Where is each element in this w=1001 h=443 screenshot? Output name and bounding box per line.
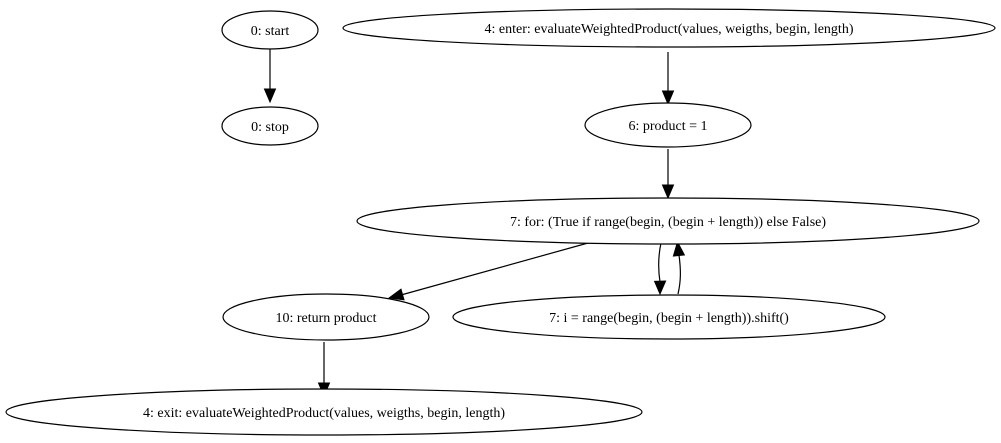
node-exit: 4: exit: evaluateWeightedProduct(values,… bbox=[5, 388, 643, 436]
node-return-label: 10: return product bbox=[275, 311, 376, 326]
nodes: 0: start 0: stop 4: enter: evaluateWeigh… bbox=[5, 8, 996, 436]
edge-shift-for bbox=[672, 240, 686, 295]
node-product: 6: product = 1 bbox=[584, 102, 752, 148]
node-shift: 7: i = range(begin, (begin + length)).sh… bbox=[452, 294, 886, 340]
node-shift-label: 7: i = range(begin, (begin + length)).sh… bbox=[549, 311, 789, 326]
node-return: 10: return product bbox=[222, 293, 430, 341]
node-for-label: 7: for: (True if range(begin, (begin + l… bbox=[510, 215, 826, 230]
edge-return-exit bbox=[317, 342, 331, 398]
edge-enter-product bbox=[661, 52, 675, 106]
edge-start-stop bbox=[263, 48, 277, 104]
node-enter: 4: enter: evaluateWeightedProduct(values… bbox=[342, 8, 996, 48]
node-product-label: 6: product = 1 bbox=[628, 119, 707, 134]
node-exit-label: 4: exit: evaluateWeightedProduct(values,… bbox=[143, 406, 505, 421]
node-stop-label: 0: stop bbox=[251, 120, 289, 135]
node-start: 0: start bbox=[221, 10, 319, 50]
edge-for-shift bbox=[653, 242, 667, 296]
node-stop: 0: stop bbox=[221, 106, 319, 146]
node-start-label: 0: start bbox=[251, 24, 290, 39]
node-for: 7: for: (True if range(begin, (begin + l… bbox=[356, 197, 980, 245]
edge-for-return bbox=[387, 242, 589, 301]
node-enter-label: 4: enter: evaluateWeightedProduct(values… bbox=[485, 22, 854, 37]
edge-product-for bbox=[661, 149, 675, 200]
edges bbox=[263, 48, 686, 398]
